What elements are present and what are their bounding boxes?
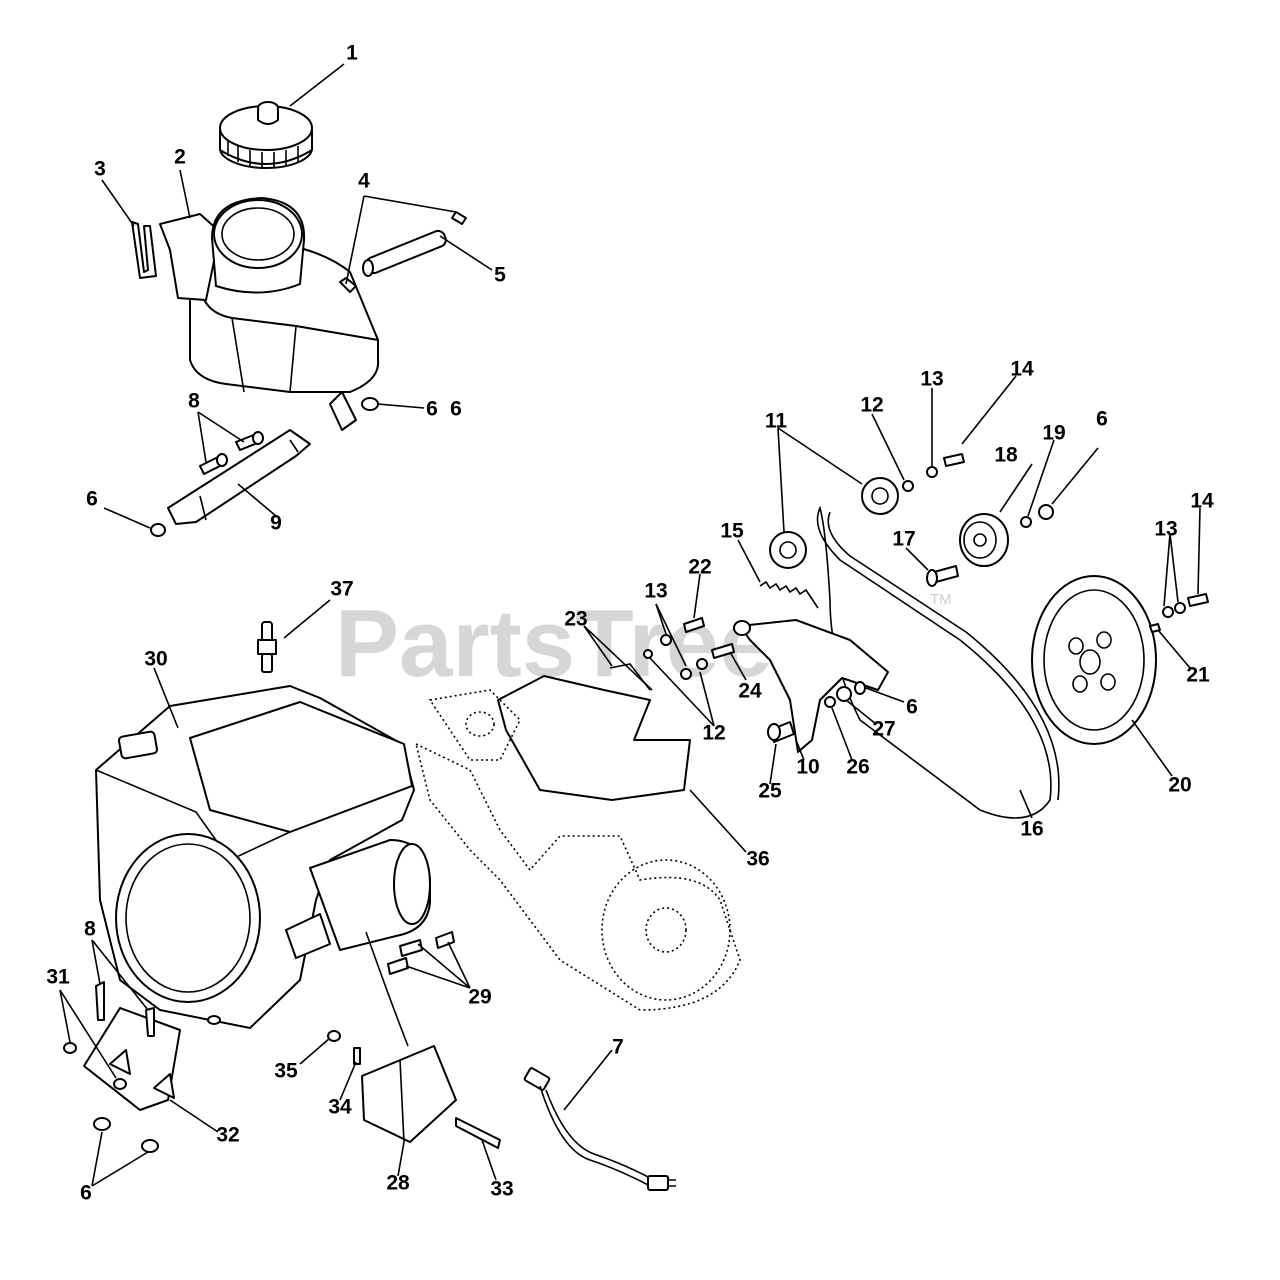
callout-12-frame: 12: [702, 722, 725, 745]
callout-6-tank-b: 6: [450, 398, 462, 421]
power-cord: [523, 1067, 676, 1191]
tank-bracket: [167, 429, 311, 525]
callout-37: 37: [330, 578, 353, 601]
belt-drive: [609, 453, 1209, 819]
callout-17: 17: [892, 528, 915, 551]
fuel-line: [339, 211, 467, 293]
callout-31: 31: [46, 966, 70, 989]
callout-13-frame: 13: [644, 580, 667, 603]
callout-27: 27: [872, 718, 895, 741]
washer: [361, 397, 379, 411]
callout-7: 7: [612, 1036, 624, 1059]
callout-35: 35: [274, 1060, 298, 1083]
callout-5: 5: [494, 264, 506, 287]
callout-15: 15: [720, 520, 744, 543]
starter-motor: [327, 931, 501, 1149]
nut: [150, 523, 166, 537]
engine-frame: [414, 675, 741, 1011]
callout-34: 34: [328, 1096, 352, 1119]
leader-lines: [59, 63, 1201, 1187]
engine: [95, 685, 431, 1029]
callout-28: 28: [386, 1172, 410, 1195]
callout-6-plate: 6: [80, 1182, 92, 1205]
callout-13-pulley: 13: [1154, 518, 1177, 541]
callout-10: 10: [796, 756, 819, 779]
callout-29: 29: [468, 986, 491, 1009]
callout-6-bracket: 6: [86, 488, 98, 511]
callout-26: 26: [846, 756, 869, 779]
callout-9: 9: [270, 512, 282, 535]
callout-25: 25: [758, 780, 782, 803]
mounting-plate: [63, 981, 181, 1153]
callout-12-top: 12: [860, 394, 883, 417]
callout-6-pulley: 6: [1096, 408, 1108, 431]
callout-13-top: 13: [920, 368, 943, 391]
callout-14-top: 14: [1010, 358, 1034, 381]
callout-labels: 1 2 3 4 5 6 6 6 6 6 6 7 8 8 9 10 11 12 1…: [46, 42, 1214, 1205]
bolts: [387, 931, 455, 975]
callout-23: 23: [564, 608, 587, 631]
callout-14-pulley: 14: [1190, 490, 1214, 513]
callout-11: 11: [765, 410, 788, 433]
callout-6-tank-a: 6: [426, 398, 438, 421]
callout-8-bottom: 8: [84, 918, 96, 941]
callout-3: 3: [94, 158, 106, 181]
callout-32: 32: [216, 1124, 239, 1147]
callout-1: 1: [346, 42, 358, 65]
callout-2: 2: [174, 146, 186, 169]
callout-30: 30: [144, 648, 167, 671]
callout-33: 33: [490, 1178, 513, 1201]
watermark-trademark: TM: [930, 591, 952, 608]
fuel-tank: [159, 197, 380, 431]
tank-clip: [131, 221, 157, 279]
spark-plug: [257, 621, 277, 673]
callout-21: 21: [1186, 664, 1210, 687]
callout-22: 22: [688, 556, 711, 579]
callout-4: 4: [358, 170, 370, 193]
fuel-cap: [219, 101, 313, 169]
callout-36: 36: [746, 848, 769, 871]
callout-6-idler: 6: [906, 696, 918, 719]
callout-16: 16: [1020, 818, 1043, 841]
callout-18: 18: [994, 444, 1018, 467]
callout-19: 19: [1042, 422, 1065, 445]
callout-20: 20: [1168, 774, 1191, 797]
callout-8-top: 8: [188, 390, 200, 413]
callout-24: 24: [738, 680, 762, 703]
